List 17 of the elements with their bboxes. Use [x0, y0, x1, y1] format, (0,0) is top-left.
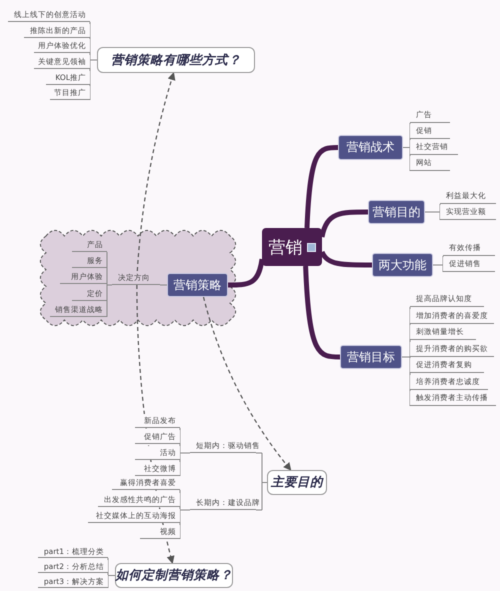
central-topic-box [262, 228, 322, 266]
topic-text: 营销 [268, 236, 302, 258]
topic-box: 营销目的 [368, 200, 425, 224]
bracket-line [160, 284, 168, 286]
dashed-arrow [136, 72, 176, 272]
cloud-shape [38, 228, 238, 328]
topic-box: 两大功能 [372, 253, 433, 277]
question-box: 如何定制营销策略？ [115, 563, 233, 588]
dashed-arrow [202, 296, 292, 471]
question-box: 主要目的 [267, 470, 327, 495]
branch-line [320, 250, 372, 268]
branch-line [320, 210, 368, 238]
question-box: 营销策略有哪些方式？ [97, 47, 255, 73]
topic-box: 营销战术 [338, 135, 403, 160]
topic-box: 营销目标 [340, 345, 402, 369]
bracket-line [256, 452, 268, 510]
topic-box: 营销策略 [167, 273, 228, 297]
